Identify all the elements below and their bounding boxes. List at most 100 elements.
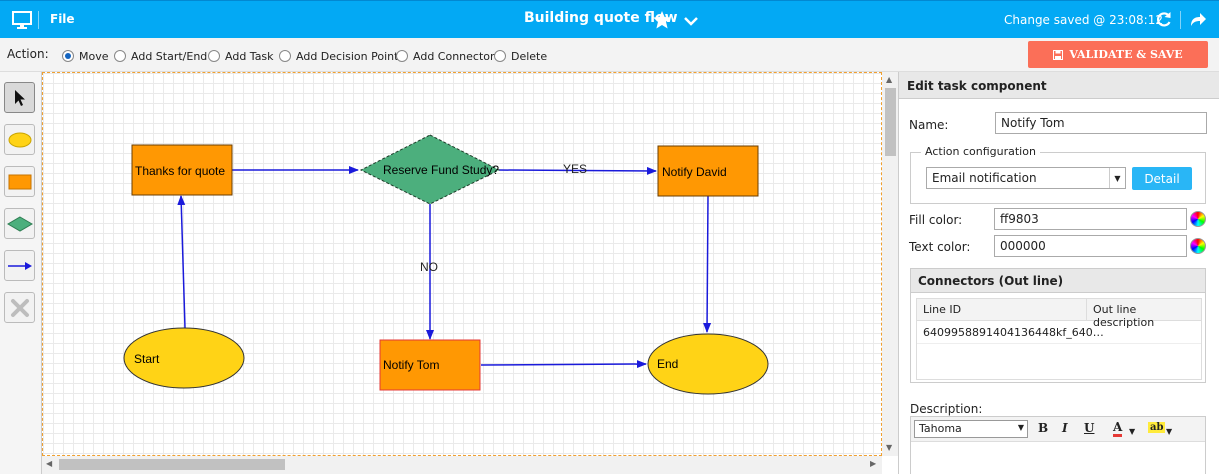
underline-icon[interactable]: U xyxy=(1084,421,1095,435)
font-color-icon[interactable]: A xyxy=(1113,421,1123,437)
share-icon[interactable] xyxy=(1189,11,1207,27)
connector-yes[interactable] xyxy=(498,166,657,175)
node-label: Start xyxy=(134,352,160,366)
monitor-icon[interactable] xyxy=(12,11,32,29)
refresh-icon[interactable] xyxy=(1155,11,1172,28)
node-label: Thanks for quote xyxy=(135,164,225,178)
bold-icon[interactable]: B xyxy=(1038,421,1049,435)
highlight-icon[interactable]: ab xyxy=(1148,422,1166,433)
connectors-table: Line ID Out line description 64099588914… xyxy=(916,298,1202,380)
color-picker-icon[interactable] xyxy=(1190,238,1206,254)
chevron-down-icon[interactable] xyxy=(683,13,699,29)
detail-button[interactable]: Detail xyxy=(1132,167,1192,190)
radio-add-start-end[interactable]: Add Start/End xyxy=(114,49,207,63)
radio-add-decision-point[interactable]: Add Decision Point xyxy=(279,49,398,63)
text-color-label: Text color: xyxy=(909,240,971,254)
description-editor[interactable]: Tahoma ▼ B I U A ▼ ab ▼ xyxy=(910,416,1206,474)
fill-color-label: Fill color: xyxy=(909,213,963,227)
tool-delete[interactable] xyxy=(4,292,35,323)
chevron-down-icon[interactable]: ▼ xyxy=(1129,426,1136,436)
tool-diamond[interactable] xyxy=(4,208,35,239)
scroll-down-icon[interactable]: ▼ xyxy=(886,443,893,452)
column-header-line-id[interactable]: Line ID xyxy=(917,299,1087,321)
radio-label: Add Start/End xyxy=(131,49,208,63)
edit-panel: Edit task component Name: Notify Tom Act… xyxy=(898,72,1219,474)
tool-rectangle[interactable] xyxy=(4,166,35,197)
scroll-up-icon[interactable]: ▲ xyxy=(886,75,893,84)
star-icon[interactable] xyxy=(652,10,672,30)
cursor-icon xyxy=(14,89,25,106)
node-end[interactable]: End xyxy=(647,333,769,395)
ellipse-icon xyxy=(8,132,31,147)
chevron-down-icon: ▼ xyxy=(1109,168,1125,188)
radio-move[interactable]: Move xyxy=(62,49,109,63)
tool-pointer[interactable] xyxy=(4,82,35,113)
node-start[interactable]: Start xyxy=(123,327,245,389)
node-reserve-fund-study[interactable]: Reserve Fund Study? xyxy=(359,134,501,205)
node-label: Reserve Fund Study? xyxy=(383,163,499,177)
connectors-title: Connectors (Out line) xyxy=(911,269,1205,293)
top-bar: File Building quote flow Change saved @ … xyxy=(0,0,1219,38)
validate-save-button[interactable]: VALIDATE & SAVE xyxy=(1028,41,1208,68)
radio-label: Add Decision Point xyxy=(296,49,399,63)
node-notify-david[interactable]: Notify David xyxy=(657,145,759,197)
description-label: Description: xyxy=(910,402,983,416)
action-config-legend: Action configuration xyxy=(921,145,1040,158)
connector-david-end[interactable] xyxy=(703,195,712,333)
chevron-down-icon: ▼ xyxy=(1017,423,1024,432)
scroll-thumb[interactable] xyxy=(885,88,896,156)
divider xyxy=(1180,11,1181,29)
table-cell-description[interactable] xyxy=(1087,322,1201,344)
fill-color-input[interactable]: ff9803 xyxy=(994,208,1187,230)
flow-canvas[interactable]: YES NO Thanks for quote Reserve Fund Stu… xyxy=(42,72,882,456)
table-cell-line-id[interactable]: 6409958891404136448kf_640… xyxy=(917,322,1104,344)
font-select[interactable]: Tahoma ▼ xyxy=(914,420,1028,438)
radio-delete[interactable]: Delete xyxy=(494,49,547,63)
scroll-left-icon[interactable]: ◀ xyxy=(46,459,53,468)
action-type-select[interactable]: Email notification ▼ xyxy=(926,167,1126,189)
canvas-vertical-scrollbar[interactable]: ▲ ▼ xyxy=(882,72,898,456)
tool-ellipse[interactable] xyxy=(4,124,35,155)
tool-connector[interactable] xyxy=(4,250,35,281)
radio-label: Add Task xyxy=(225,49,274,63)
name-label: Name: xyxy=(909,118,949,132)
edge-label-no: NO xyxy=(420,260,438,274)
text-color-input[interactable]: 000000 xyxy=(994,235,1187,257)
close-icon xyxy=(10,298,29,317)
connectors-panel: Connectors (Out line) Line ID Out line d… xyxy=(910,268,1206,383)
action-bar: Action: Move Add Start/End Add Task Add … xyxy=(0,38,1219,72)
page-title: Building quote flow xyxy=(524,10,678,26)
node-notify-tom[interactable]: Notify Tom xyxy=(379,339,481,391)
rectangle-icon xyxy=(8,174,31,189)
action-label: Action: xyxy=(7,47,49,61)
column-header-out-description[interactable]: Out line description xyxy=(1087,299,1201,329)
node-thanks-for-quote[interactable]: Thanks for quote xyxy=(131,144,233,196)
action-configuration-group: Action configuration Email notification … xyxy=(910,145,1206,204)
radio-label: Move xyxy=(79,49,109,63)
radio-label: Delete xyxy=(511,49,548,63)
name-input[interactable]: Notify Tom xyxy=(995,112,1207,134)
shape-toolbox xyxy=(0,72,42,474)
canvas-horizontal-scrollbar[interactable]: ◀ ▶ xyxy=(42,456,882,474)
node-label: End xyxy=(657,357,678,371)
scroll-thumb[interactable] xyxy=(59,459,285,470)
font-value: Tahoma xyxy=(919,422,962,435)
connector-start-thanks[interactable] xyxy=(177,195,186,329)
editor-toolbar: Tahoma ▼ B I U A ▼ ab ▼ xyxy=(911,417,1205,442)
divider xyxy=(38,11,39,29)
color-picker-icon[interactable] xyxy=(1190,211,1206,227)
select-value: Email notification xyxy=(932,171,1037,185)
connector-tom-end[interactable] xyxy=(480,360,647,369)
panel-title: Edit task component xyxy=(899,72,1219,99)
diamond-icon xyxy=(6,215,33,232)
radio-add-connector[interactable]: Add Connector xyxy=(396,49,495,63)
edge-label-yes: YES xyxy=(563,162,587,176)
file-menu[interactable]: File xyxy=(50,12,75,26)
chevron-down-icon[interactable]: ▼ xyxy=(1166,426,1173,436)
italic-icon[interactable]: I xyxy=(1062,421,1068,435)
node-label: Notify Tom xyxy=(383,358,439,372)
node-label: Notify David xyxy=(662,165,727,179)
scroll-right-icon[interactable]: ▶ xyxy=(870,459,877,468)
save-icon xyxy=(1053,49,1064,60)
radio-add-task[interactable]: Add Task xyxy=(208,49,274,63)
